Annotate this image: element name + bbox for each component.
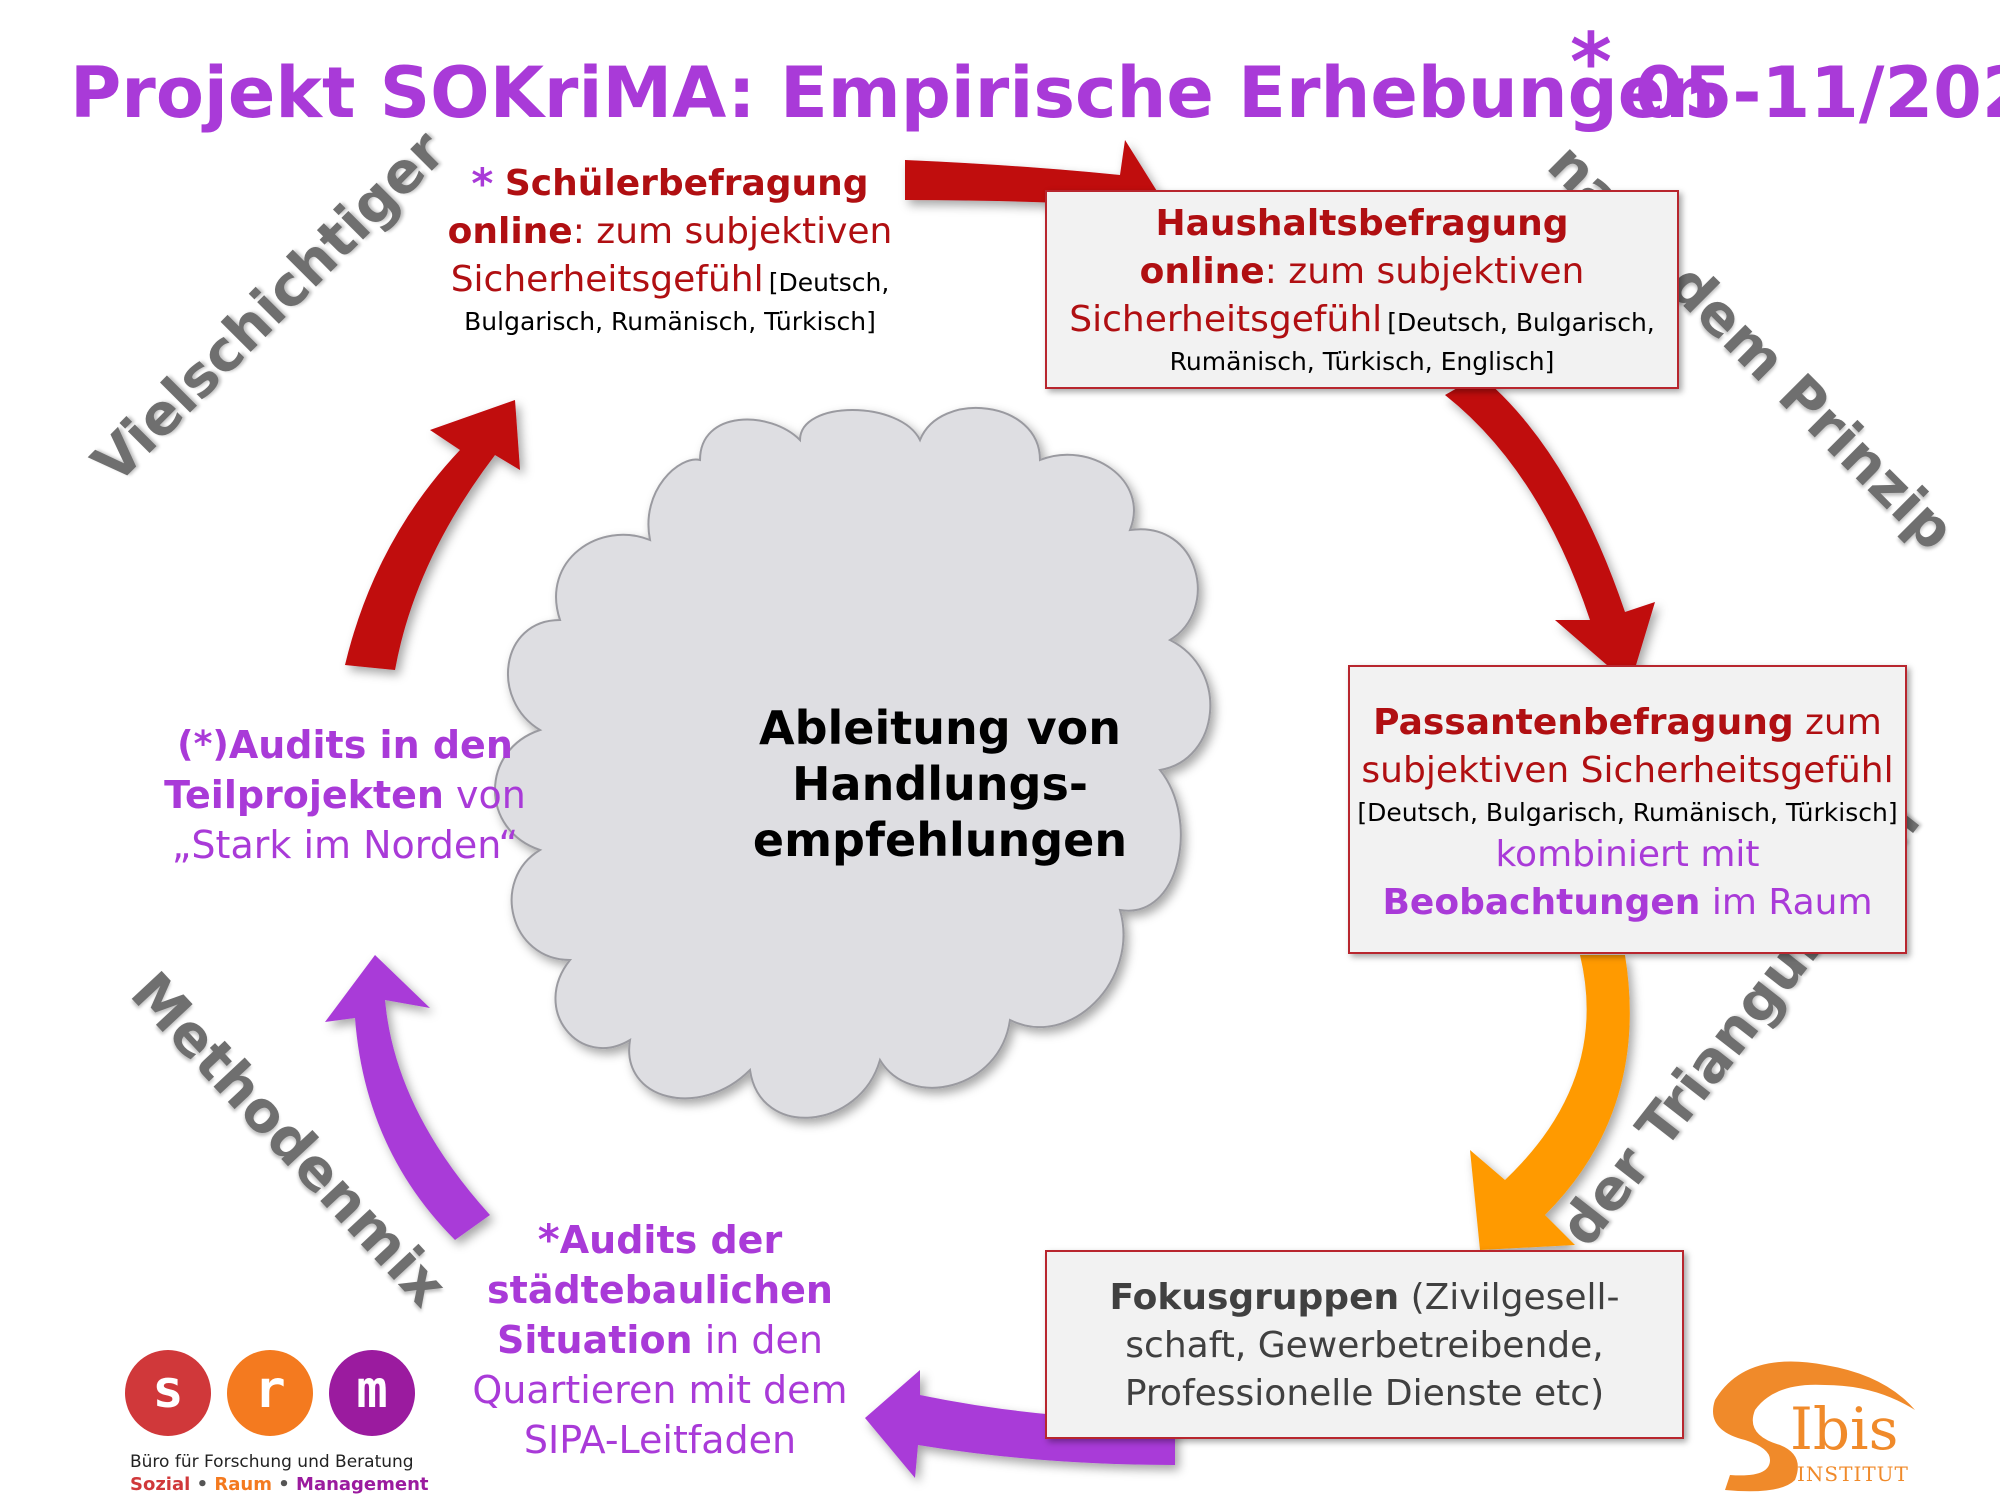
arrow-teilprojekte-to-schueler [345, 400, 520, 670]
srm-logo-line1: Büro für Forschung und Beratung [130, 1452, 414, 1472]
node-fokusgruppen: Fokusgruppen (Zivilgesell- schaft, Gewer… [1045, 1250, 1684, 1439]
passanten-langs: [Deutsch, Bulgarisch, Rumänisch, Türkisc… [1357, 798, 1898, 827]
center-line-1: Ableitung von [758, 701, 1122, 755]
schueler-text1: : zum subjektiven [572, 211, 893, 252]
srm-logo-m: m [329, 1350, 415, 1436]
haushalt-text2: Sicherheitsgefühl [1069, 299, 1383, 340]
node-haushaltsbefragung: Haushaltsbefragung online: zum subjektiv… [1045, 190, 1679, 389]
staedtebau-title: Audits der [559, 1218, 783, 1262]
center-text: Ableitung von Handlungs- empfehlungen [680, 700, 1200, 868]
srm-logo-line2: Sozial • Raum • Management [130, 1474, 429, 1495]
haushalt-text1: : zum subjektiven [1264, 251, 1585, 292]
srm-logo: s r m Büro für Forschung und Beratung So… [125, 1350, 455, 1500]
teilprojekte-title: Audits in den [228, 723, 513, 767]
arrow-staedtebau-to-teilprojekte [325, 955, 490, 1240]
ibis-logo: Ibis INSTITUT [1685, 1340, 1935, 1495]
srm-logo-s: s [125, 1350, 211, 1436]
node-passantenbefragung: Passantenbefragung zum subjektiven Siche… [1348, 665, 1907, 954]
title-date: 05-11/2023 [1635, 52, 2000, 134]
schueler-langs1: [Deutsch, [768, 268, 890, 297]
srm-word-raum: Raum [214, 1474, 272, 1495]
passanten-text2: subjektiven Sicherheitsgefühl [1361, 750, 1894, 791]
teilprojekte-text2: „Stark im Norden“ [171, 823, 519, 867]
staedtebau-bold2: städtebaulichen [487, 1268, 833, 1312]
staedtebau-bold3: Situation [497, 1318, 693, 1362]
staedtebau-text3: SIPA-Leitfaden [523, 1418, 797, 1462]
center-line-3: empfehlungen [752, 813, 1128, 867]
schueler-langs2: Bulgarisch, Rumänisch, Türkisch] [464, 307, 876, 336]
fokus-text3: Professionelle Dienste etc) [1124, 1373, 1605, 1414]
ibis-name: Ibis [1790, 1395, 1899, 1463]
schueler-online: online [447, 211, 573, 252]
staedtebau-text2: Quartieren mit dem [472, 1368, 848, 1412]
center-line-2: Handlungs- [792, 757, 1088, 811]
node-schuelerbefragung: * Schülerbefragung online: zum subjektiv… [425, 160, 915, 340]
teilprojekte-bold2: Teilprojekten [164, 773, 444, 817]
arrow-schueler-to-haushalt [905, 140, 1160, 238]
center-cloud [494, 407, 1212, 1119]
ibis-sub: INSTITUT [1797, 1462, 1909, 1486]
staedtebau-star: * [537, 1215, 560, 1264]
haushalt-title: Haushaltsbefragung [1155, 203, 1569, 244]
srm-sep-1: • [196, 1474, 209, 1495]
haushalt-langs2: Rumänisch, Türkisch, Englisch] [1169, 347, 1555, 376]
fokus-text1: (Zivilgesell- [1399, 1277, 1620, 1318]
fokus-text2: schaft, Gewerbetreibende, [1125, 1325, 1604, 1366]
schueler-star: * [471, 159, 494, 208]
staedtebau-text1: in den [692, 1318, 823, 1362]
node-staedtebau: *Audits der städtebaulichen Situation in… [450, 1215, 870, 1465]
passanten-text1: zum [1793, 702, 1882, 743]
haushalt-online: online [1139, 251, 1265, 292]
title-main: Projekt SOKriMA: Empirische Erhebungen [70, 52, 1715, 134]
passanten-text3: kombiniert mit [1495, 834, 1760, 875]
srm-word-sozial: Sozial [130, 1474, 191, 1495]
fokus-title: Fokusgruppen [1109, 1277, 1400, 1318]
srm-logo-r: r [227, 1350, 313, 1436]
haushalt-langs1: [Deutsch, Bulgarisch, [1387, 308, 1655, 337]
passanten-text4: im Raum [1700, 882, 1873, 923]
srm-word-management: Management [296, 1474, 429, 1495]
title-star: * [1570, 16, 1612, 109]
teilprojekte-star: (*) [177, 724, 229, 765]
arrow-passanten-to-fokus [1470, 955, 1630, 1250]
arrow-haushalt-to-passanten [1445, 375, 1655, 685]
schueler-title: Schülerbefragung [504, 163, 869, 204]
schueler-text2: Sicherheitsgefühl [450, 259, 764, 300]
node-teilprojekte: (*)Audits in den Teilprojekten von „Star… [130, 720, 560, 870]
teilprojekte-text1: von [443, 773, 526, 817]
srm-sep-2: • [278, 1474, 290, 1495]
ibis-bird-icon [1713, 1361, 1915, 1492]
page-title: Projekt SOKriMA: Empirische Erhebungen *… [70, 16, 2000, 150]
passanten-beobachtungen: Beobachtungen [1382, 882, 1701, 923]
passanten-title: Passantenbefragung [1373, 702, 1794, 743]
arrow-fokus-to-staedtebau [865, 1370, 1175, 1478]
